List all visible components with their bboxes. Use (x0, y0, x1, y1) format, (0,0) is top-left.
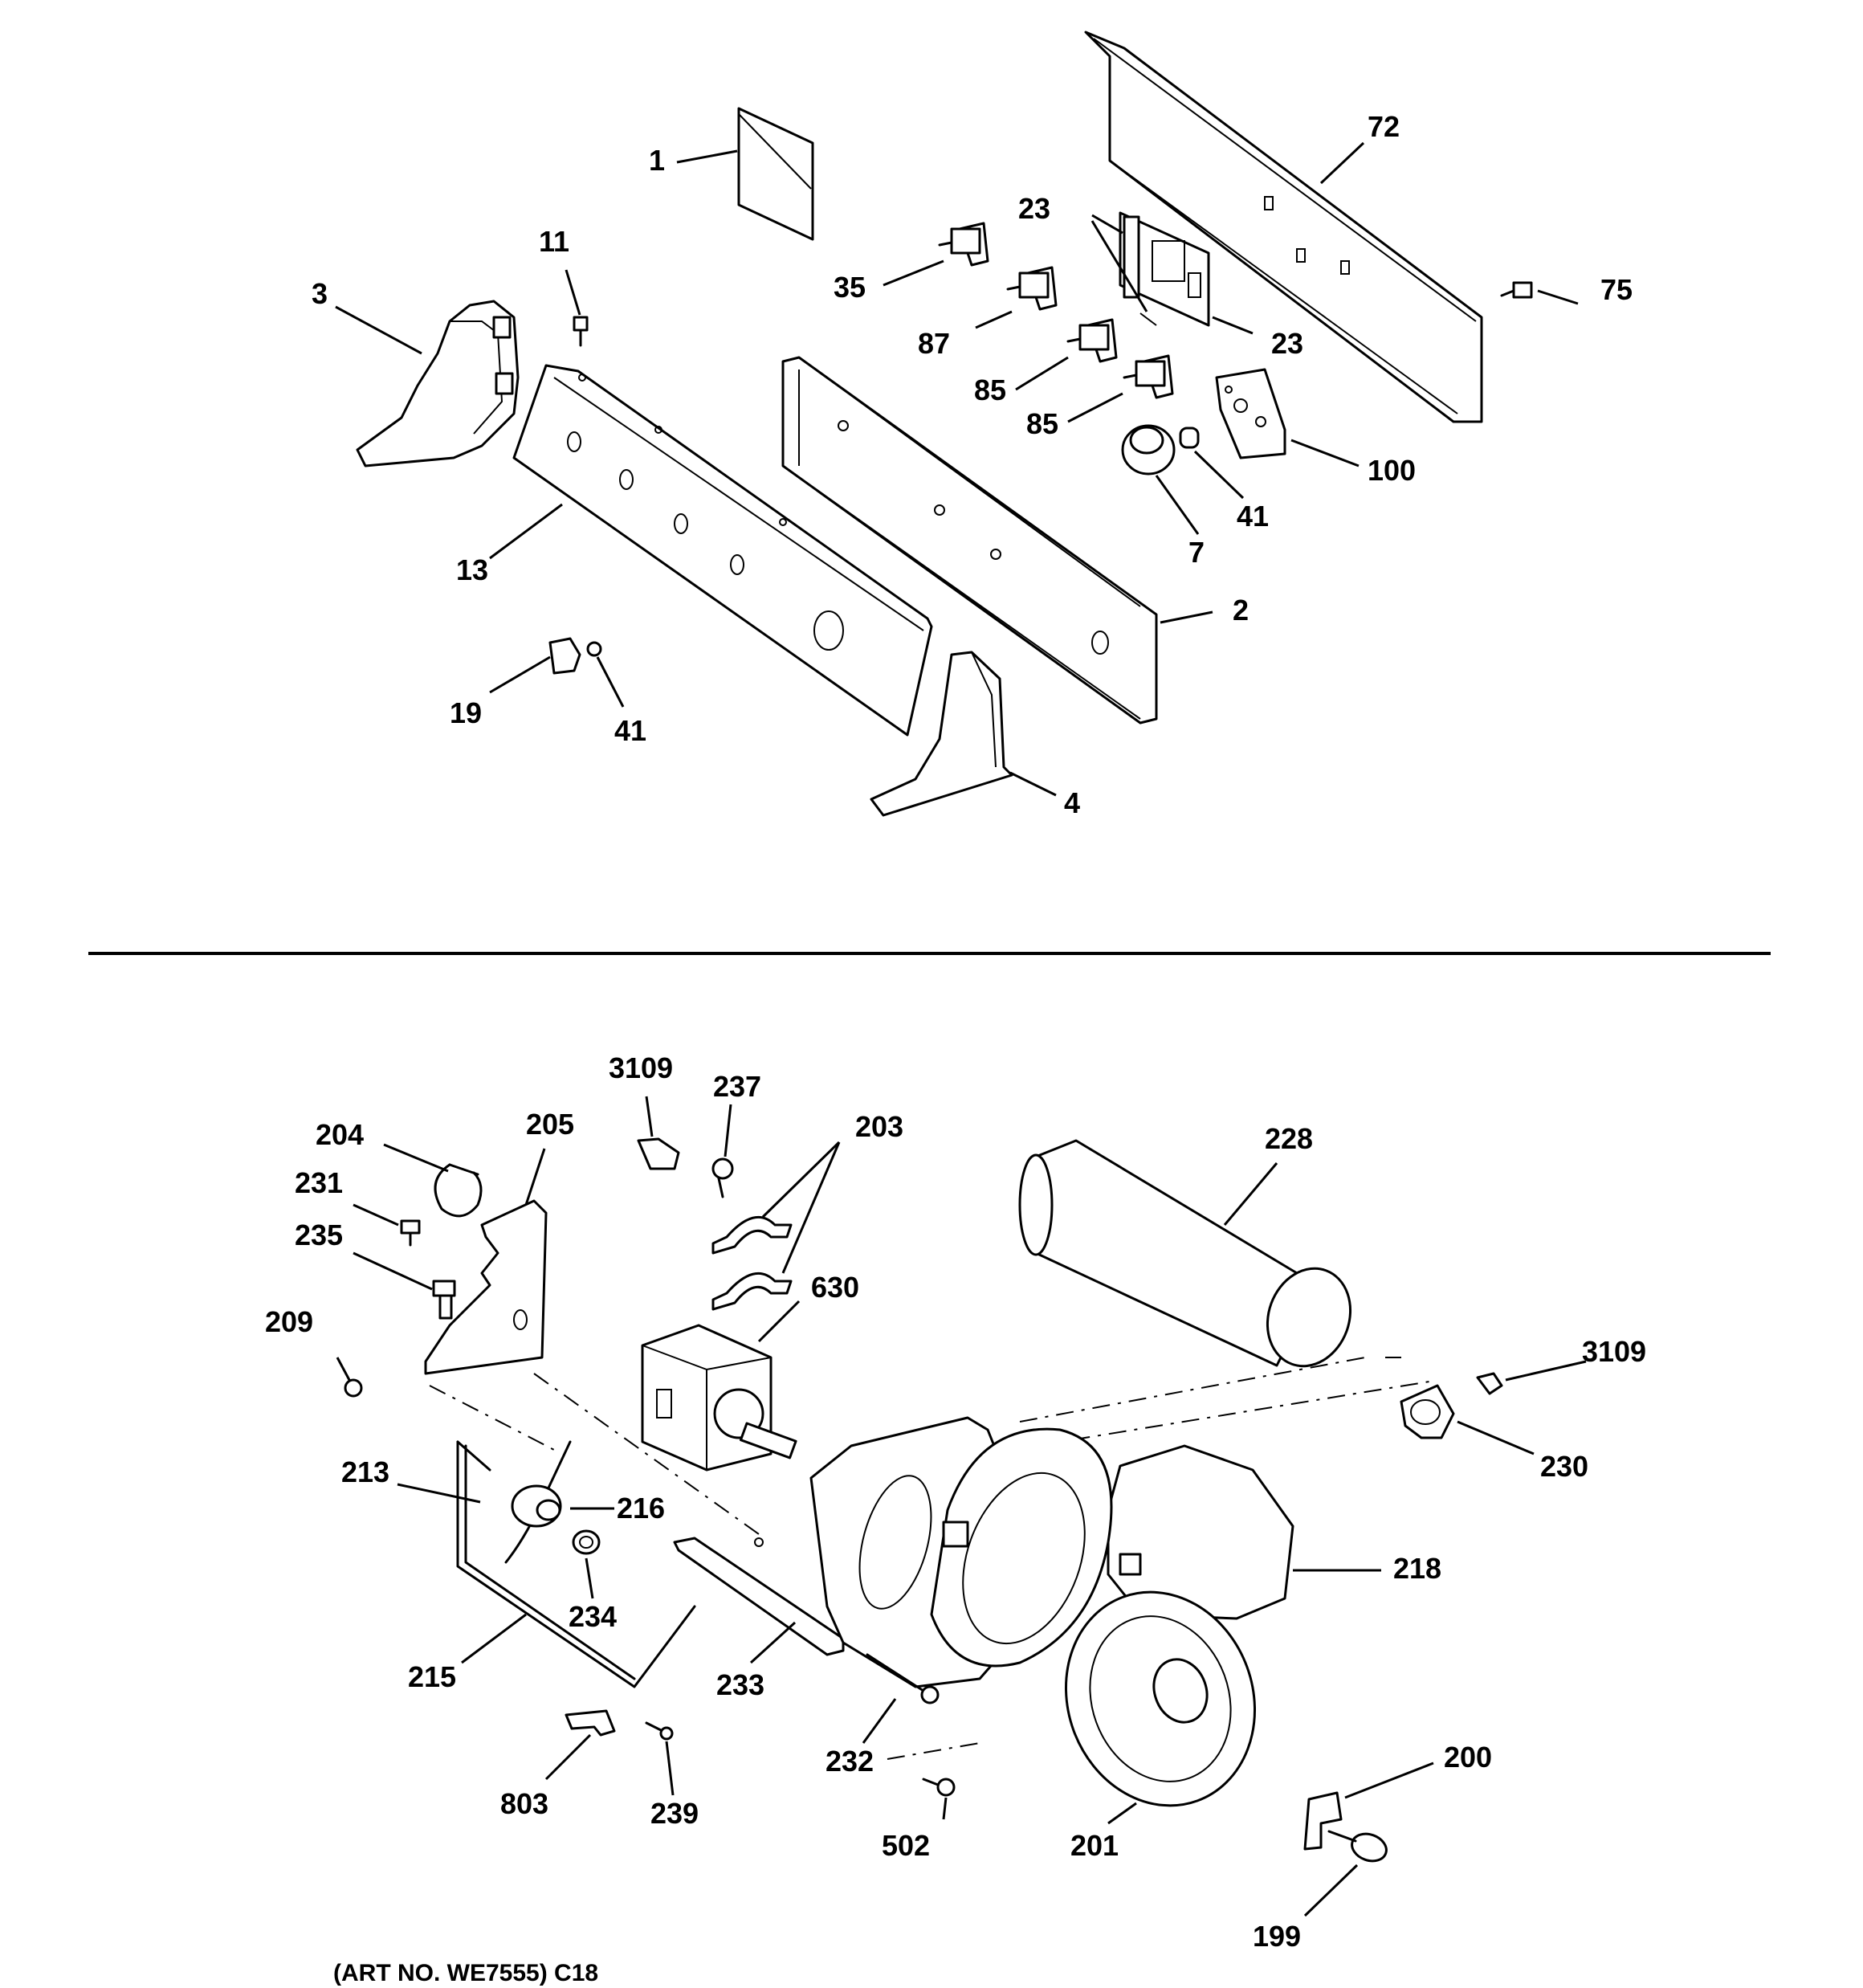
callout: 199 (1253, 1920, 1301, 1953)
callout: 41 (614, 714, 646, 747)
part-235-screw (432, 1280, 456, 1320)
part-201-fan-wheel (1064, 1590, 1257, 1807)
callout: 75 (1600, 273, 1633, 306)
part-19-knob (548, 637, 581, 675)
callout: 204 (316, 1118, 364, 1151)
callout: 234 (569, 1600, 617, 1633)
callout: 23 (1271, 327, 1303, 360)
callout: 23 (1018, 192, 1050, 225)
callout: 215 (408, 1660, 456, 1693)
part-41-ring-upper (1179, 427, 1200, 449)
part-3109-plug-upper (637, 1137, 680, 1170)
callout: 228 (1265, 1122, 1313, 1155)
callout: 11 (539, 225, 569, 258)
part-203-clamps (711, 1216, 793, 1311)
part-230-thermostat (1400, 1384, 1455, 1439)
part-231-screw (400, 1219, 421, 1247)
part-200-bracket (1303, 1791, 1343, 1851)
part-85-switch-b (1123, 354, 1174, 399)
part-35-switch (938, 222, 989, 267)
callout: 4 (1064, 786, 1080, 819)
part-100-timer (1215, 368, 1286, 459)
part-87-switch (1006, 266, 1058, 311)
callout: 85 (1026, 407, 1058, 440)
part-4-end-cap (870, 651, 1013, 817)
callout: 233 (716, 1668, 764, 1701)
part-237-screw (711, 1157, 734, 1198)
part-630-motor (641, 1324, 797, 1472)
part-72-rear-panel (1084, 31, 1483, 423)
callout: 13 (456, 553, 488, 586)
callout: 200 (1444, 1741, 1492, 1774)
callout: 232 (826, 1745, 874, 1778)
callout: 7 (1188, 536, 1205, 569)
part-209-nut (344, 1378, 363, 1398)
part-3109-plug-lower (1476, 1372, 1503, 1395)
part-228-duct (1018, 1139, 1352, 1368)
callout: 72 (1368, 110, 1400, 143)
part-502-screw (922, 1778, 956, 1797)
callout: 235 (295, 1219, 343, 1251)
callout: 630 (811, 1271, 859, 1304)
callout: 218 (1393, 1552, 1441, 1585)
part-216-pulley (511, 1484, 562, 1528)
part-11-screw (573, 316, 589, 347)
callout: 41 (1237, 500, 1269, 533)
part-215-wire (456, 1440, 696, 1688)
part-1-document (737, 107, 814, 241)
part-218-blower-housing (809, 1416, 1294, 1688)
part-75-screw (1500, 281, 1533, 299)
callout: 231 (295, 1166, 343, 1199)
callout: 3 (312, 277, 328, 310)
lower-leaders (336, 1096, 1587, 1917)
callout: 230 (1540, 1450, 1588, 1483)
callout: 35 (834, 271, 866, 304)
art-number-caption: (ART NO. WE7555) C18 (333, 1960, 598, 1986)
callout: 803 (500, 1787, 548, 1820)
callout: 85 (974, 374, 1006, 406)
callout: 3109 (1582, 1335, 1646, 1368)
part-239-screw (645, 1721, 674, 1741)
part-204-clip (434, 1163, 483, 1218)
part-233-bracket-arm (673, 1537, 845, 1656)
callout: 239 (650, 1797, 699, 1830)
part-232-screw (866, 1653, 940, 1704)
part-199-screw (1327, 1830, 1388, 1863)
part-41-ring-lower (586, 641, 602, 657)
callout: 100 (1368, 454, 1416, 487)
callout: 237 (713, 1070, 761, 1103)
callout: 502 (882, 1829, 930, 1862)
callout: 203 (855, 1110, 903, 1143)
part-13-control-panel (512, 364, 933, 737)
callout: 213 (341, 1455, 389, 1488)
callout: 3109 (609, 1051, 673, 1084)
part-3-end-cap (356, 300, 520, 467)
callout: 201 (1070, 1829, 1119, 1862)
part-2-rail (781, 356, 1158, 725)
upper-leaders (335, 141, 1579, 797)
part-234-nut (572, 1529, 601, 1555)
part-7-knob (1121, 424, 1176, 476)
callout: 1 (649, 144, 665, 177)
part-85-switch-a (1066, 318, 1118, 363)
part-23-board (1119, 211, 1210, 327)
part-205-bracket (424, 1199, 548, 1375)
callout: 19 (450, 696, 482, 729)
callout: 2 (1233, 594, 1249, 627)
callout: 209 (265, 1305, 313, 1338)
callout: 87 (918, 327, 950, 360)
callout: 216 (617, 1492, 665, 1525)
callout: 205 (526, 1108, 574, 1141)
part-803-clip (565, 1709, 616, 1737)
